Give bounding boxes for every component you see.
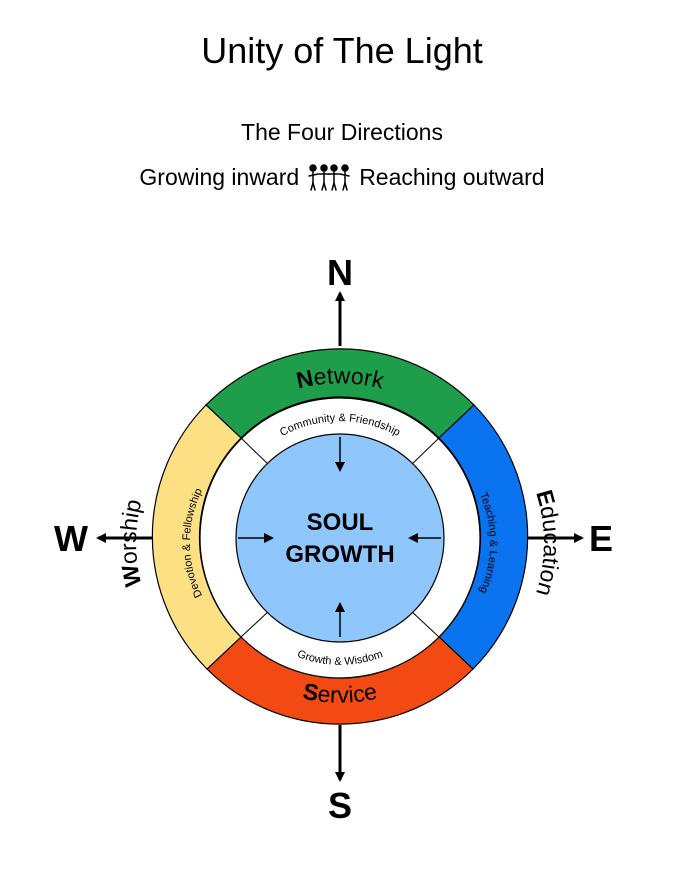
compass-east: E	[589, 518, 613, 559]
tagline-right: Reaching outward	[359, 164, 545, 190]
outer-initial-west: W	[116, 562, 146, 589]
inner-divider-se	[409, 609, 440, 638]
outer-rest-west: orship	[115, 497, 146, 566]
people-group-icon	[307, 163, 351, 197]
outer-rest-east: ducation	[531, 504, 565, 600]
outer-label-west: Worship	[115, 497, 146, 589]
compass-north: N	[327, 252, 353, 293]
inner-divider-sw	[240, 609, 271, 638]
tagline-left: Growing inward	[139, 164, 300, 190]
outer-initial-south: S	[301, 678, 321, 706]
compass-south: S	[328, 785, 352, 826]
center-circle	[235, 433, 445, 643]
outer-initial-east: E	[531, 487, 560, 509]
outer-label-south: Service	[301, 678, 379, 708]
center-label-line1: SOUL	[307, 509, 374, 536]
page-subtitle: The Four Directions	[241, 119, 443, 145]
compass-west: W	[54, 518, 88, 559]
inner-divider-nw	[240, 437, 271, 467]
tagline: Growing inward Reaching outward	[0, 163, 684, 197]
center-label-line2: GROWTH	[285, 541, 394, 568]
outer-rest-south: ervice	[317, 678, 380, 708]
outer-initial-north: N	[294, 365, 316, 394]
page-title: Unity of The Light	[201, 30, 483, 71]
inner-divider-ne	[409, 437, 440, 467]
